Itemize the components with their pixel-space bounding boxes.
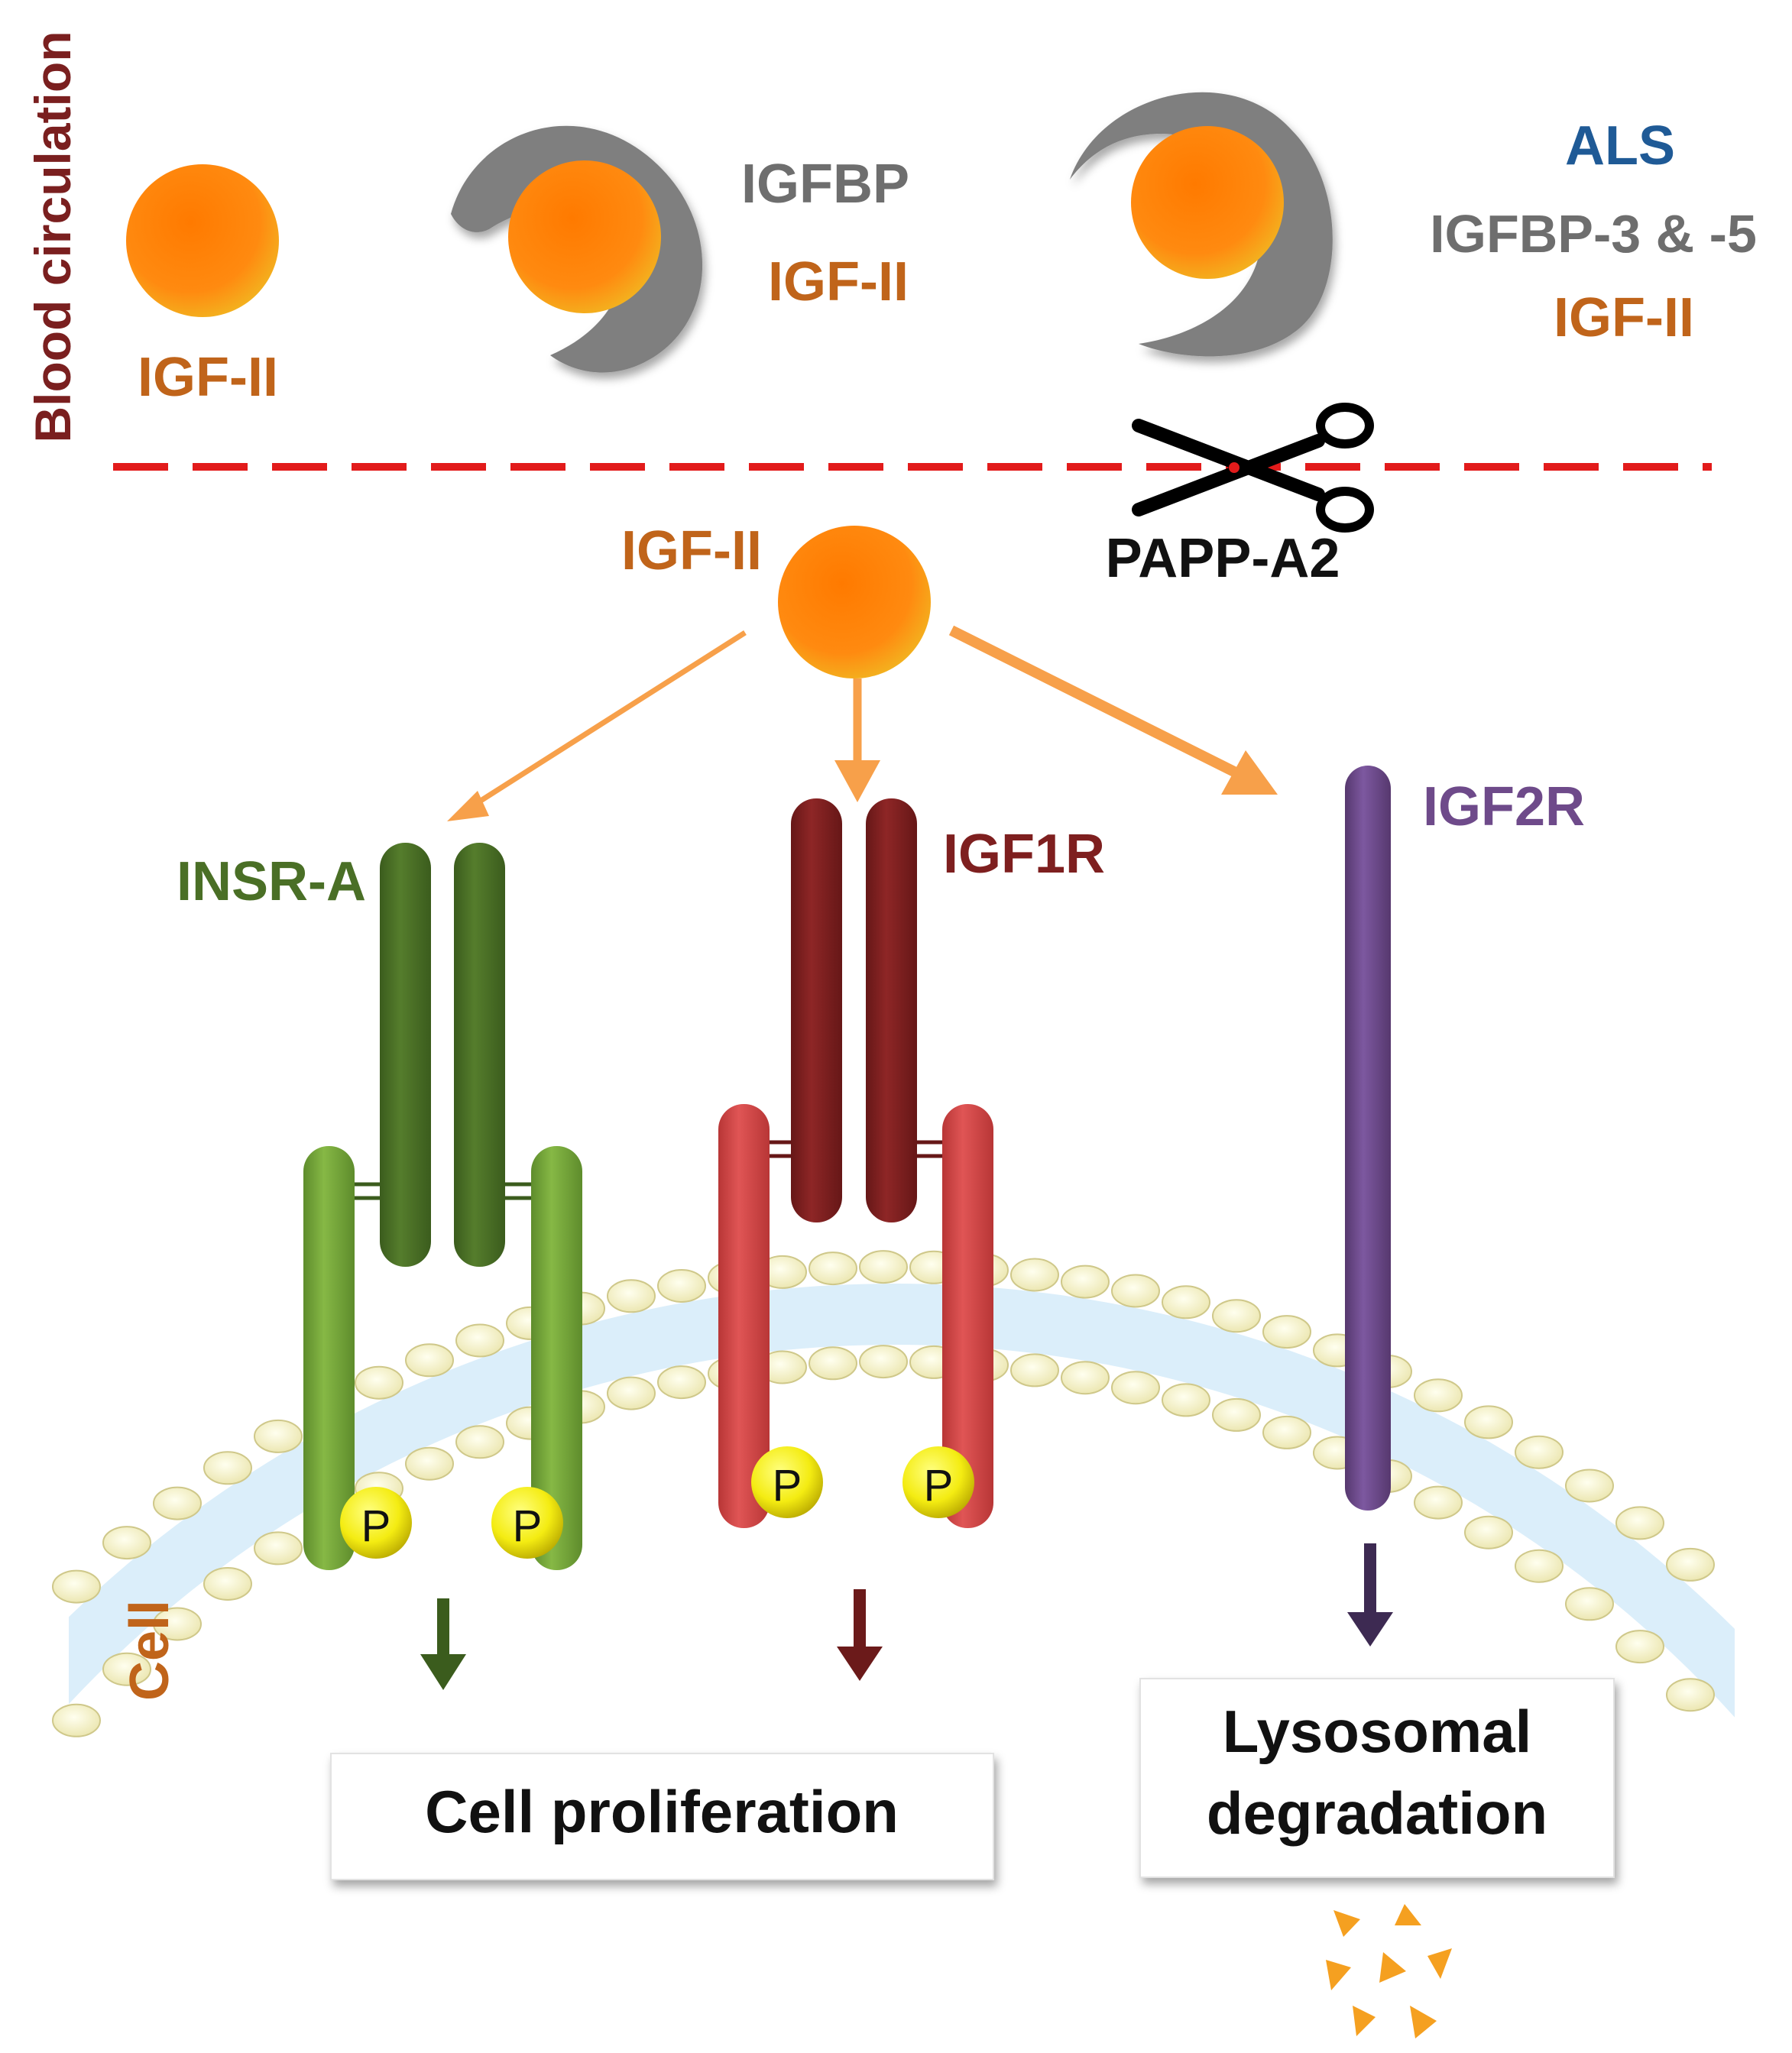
lipid-head: [1162, 1383, 1210, 1417]
lipid-head: [1615, 1506, 1664, 1540]
lipid-head: [1414, 1378, 1463, 1413]
binary-igfbp-label: IGFBP: [741, 154, 909, 215]
downstream-arrows: [420, 1543, 1393, 1690]
cell-proliferation-label: Cell proliferation: [425, 1778, 899, 1845]
lipid-head: [52, 1569, 101, 1604]
free-igf-ii-ball: [126, 164, 279, 317]
phospho-badge: P: [340, 1487, 412, 1559]
lipid-head: [1162, 1285, 1210, 1320]
igf1r-label: IGF1R: [943, 824, 1105, 885]
lipid-head: [1111, 1274, 1160, 1308]
lipid-head: [355, 1365, 403, 1400]
lipid-head: [1212, 1397, 1261, 1432]
binding-arrows: [447, 625, 1278, 821]
svg-text:P: P: [361, 1501, 391, 1551]
ternary-igf-ii-label: IGF-II: [1554, 287, 1694, 348]
lipid-head: [657, 1269, 706, 1303]
lysosomal-degradation-box: Lysosomal degradation: [1139, 1678, 1615, 1878]
insr-a-label: INSR-A: [177, 851, 366, 912]
released-igf-ii-ball: [778, 526, 931, 678]
lipid-head: [1262, 1415, 1311, 1449]
lipid-head: [1010, 1258, 1059, 1292]
lipid-tail-band: [69, 1284, 1735, 1718]
scissors-icon: [1132, 403, 1374, 533]
svg-text:P: P: [773, 1461, 802, 1511]
lipid-head: [859, 1345, 908, 1379]
lipid-head: [52, 1703, 101, 1737]
phospho-badge: P: [902, 1446, 974, 1518]
blood-circulation-label: Blood circulation: [24, 31, 81, 442]
lipid-head: [809, 1252, 857, 1286]
lipid-head: [1565, 1587, 1614, 1621]
degradation-label: degradation: [1207, 1779, 1547, 1847]
lipid-head: [1464, 1515, 1513, 1549]
lipid-head: [254, 1531, 303, 1566]
phospho-badges: P P P P: [340, 1446, 974, 1559]
lipid-head: [1515, 1435, 1564, 1469]
lipid-head: [455, 1323, 504, 1358]
lipid-head: [1414, 1485, 1463, 1520]
lipid-head: [1212, 1299, 1261, 1333]
lipid-head: [1061, 1265, 1110, 1299]
svg-text:P: P: [924, 1461, 954, 1511]
lipid-head: [405, 1343, 454, 1378]
igf2r-receptor: [1345, 766, 1391, 1511]
lipid-head: [1666, 1678, 1715, 1712]
ternary-igfbp-label: IGFBP-3 & -5: [1430, 204, 1757, 264]
igf2r-label: IGF2R: [1423, 776, 1585, 837]
lipid-head: [1515, 1549, 1564, 1583]
released-igf-ii-label: IGF-II: [621, 520, 762, 581]
lipid-head: [1010, 1353, 1059, 1388]
lipid-head: [809, 1346, 857, 1381]
binary-igf-ii-ball: [508, 160, 661, 313]
svg-text:P: P: [513, 1501, 543, 1551]
lipid-head: [1262, 1315, 1311, 1349]
cell-proliferation-box: Cell proliferation: [330, 1753, 994, 1880]
lipid-head: [102, 1526, 151, 1560]
lipid-head: [607, 1376, 656, 1410]
lipid-head: [254, 1419, 303, 1453]
lipid-head: [102, 1652, 151, 1686]
lipid-head: [1061, 1361, 1110, 1395]
phospho-badge: P: [491, 1487, 563, 1559]
lipid-head: [607, 1279, 656, 1313]
lipid-head: [203, 1451, 252, 1485]
lipid-head: [153, 1486, 202, 1520]
lipid-head: [405, 1446, 454, 1481]
free-igf-ii-label: IGF-II: [138, 347, 278, 408]
igf1r-receptor: [718, 798, 993, 1528]
lipid-head: [657, 1365, 706, 1400]
degraded-fragments: [1326, 1904, 1452, 2038]
ternary-igf-ii-ball: [1131, 126, 1284, 279]
lipid-head: [1666, 1547, 1715, 1582]
lipid-head: [1565, 1469, 1614, 1503]
lipid-head: [1464, 1405, 1513, 1439]
binary-igf-ii-label: IGF-II: [768, 251, 909, 312]
lipid-head: [203, 1567, 252, 1601]
phospho-badge: P: [751, 1446, 823, 1518]
lysosomal-label: Lysosomal: [1223, 1698, 1532, 1765]
insr-a-receptor: [303, 843, 582, 1570]
lipid-head: [153, 1607, 202, 1641]
cell-label: Cell: [119, 1600, 180, 1701]
lipid-head: [455, 1425, 504, 1459]
lipid-head: [1615, 1630, 1664, 1664]
lipid-head: [1111, 1371, 1160, 1405]
lipid-head: [859, 1250, 908, 1284]
papp-a2-label: PAPP-A2: [1106, 528, 1340, 589]
ternary-als-label: ALS: [1565, 115, 1675, 176]
